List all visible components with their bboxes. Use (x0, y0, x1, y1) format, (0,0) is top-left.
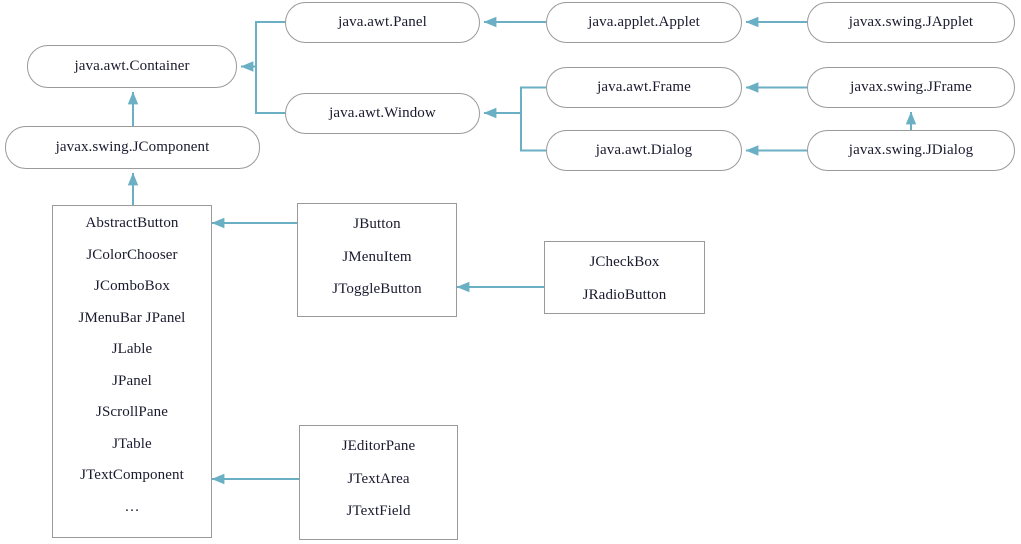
list-item[interactable]: JButton (353, 216, 401, 232)
node-javax-swing-jframe[interactable]: javax.swing.JFrame (807, 67, 1015, 108)
node-label: javax.swing.JApplet (848, 14, 974, 31)
node-label: javax.swing.JFrame (850, 79, 972, 96)
node-javax-swing-japplet[interactable]: javax.swing.JApplet (807, 2, 1015, 43)
list-item[interactable]: JColorChooser (86, 246, 178, 263)
node-java-awt-container[interactable]: java.awt.Container (27, 45, 237, 88)
node-java-awt-dialog[interactable]: java.awt.Dialog (546, 130, 742, 171)
node-javax-swing-jdialog[interactable]: javax.swing.JDialog (807, 130, 1015, 171)
list-item[interactable]: JEditorPane (341, 438, 416, 454)
node-label: javax.swing.JComponent (55, 139, 210, 156)
list-item[interactable]: JScrollPane (96, 404, 168, 420)
list-item[interactable]: JComboBox (94, 278, 170, 294)
list-item[interactable]: JMenuBar JPanel (78, 309, 186, 326)
list-item[interactable]: JMenuItem (342, 248, 412, 265)
list-item[interactable]: JTable (112, 435, 152, 452)
node-java-awt-window[interactable]: java.awt.Window (285, 93, 480, 134)
list-item[interactable]: JTextField (346, 503, 411, 519)
list-item[interactable]: JLable (111, 341, 153, 357)
list-item[interactable]: … (124, 498, 140, 515)
node-java-applet-applet[interactable]: java.applet.Applet (546, 2, 742, 43)
node-label: java.awt.Window (329, 105, 436, 122)
list-item[interactable]: JTextComponent (80, 467, 184, 483)
node-label: java.awt.Container (74, 58, 190, 75)
node-label: javax.swing.JDialog (848, 142, 974, 159)
list-item[interactable]: JCheckBox (589, 254, 660, 270)
node-label: java.awt.Dialog (595, 142, 693, 159)
edge-frame-dialog-elbow (520, 86, 546, 152)
node-java-awt-frame[interactable]: java.awt.Frame (546, 67, 742, 108)
list-item[interactable]: JTextArea (347, 470, 410, 487)
node-label: java.awt.Panel (338, 14, 427, 31)
list-item[interactable]: JRadioButton (582, 286, 667, 303)
edge-panel-window-elbow (255, 21, 285, 114)
node-label: java.applet.Applet (588, 14, 700, 31)
node-javax-swing-jcomponent[interactable]: javax.swing.JComponent (5, 126, 260, 169)
node-java-awt-panel[interactable]: java.awt.Panel (285, 2, 480, 43)
node-label: java.awt.Frame (597, 79, 691, 96)
list-item[interactable]: AbstractButton (85, 215, 179, 231)
list-item[interactable]: JPanel (112, 372, 152, 389)
list-item[interactable]: JToggleButton (332, 281, 422, 297)
